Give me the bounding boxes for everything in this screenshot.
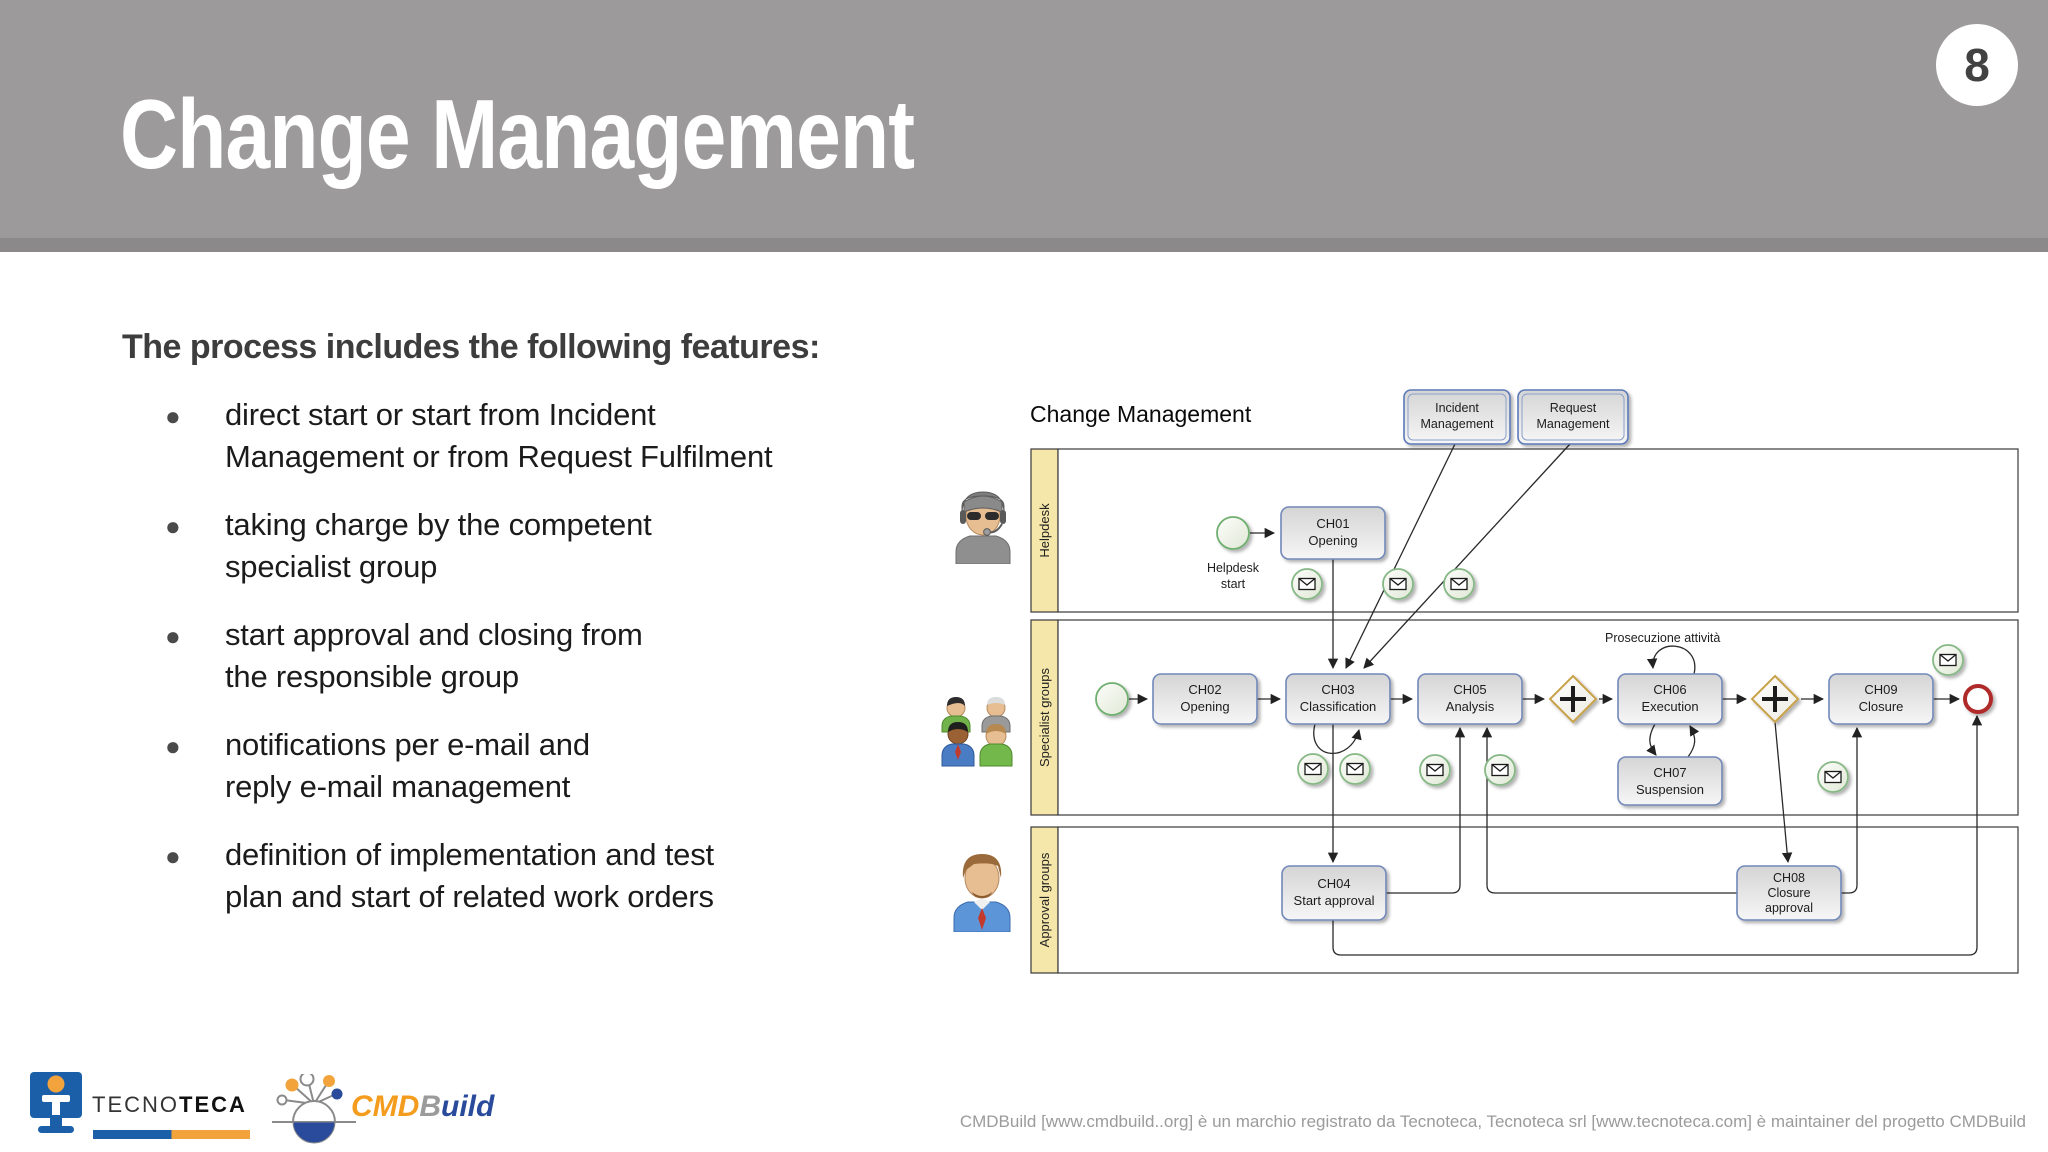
- svg-text:Opening: Opening: [1308, 533, 1357, 548]
- svg-text:Incident: Incident: [1435, 401, 1479, 415]
- task-ch06-execution: CH06 Execution: [1617, 673, 1723, 725]
- parallel-gateway-2: [1750, 674, 1800, 724]
- list-item: ● start approval and closing from the re…: [165, 617, 643, 694]
- svg-text:Classification: Classification: [1300, 699, 1377, 714]
- specialist-group-icon: [941, 697, 1013, 767]
- bullet-icon: ●: [165, 731, 181, 761]
- svg-text:CH09: CH09: [1864, 682, 1897, 697]
- svg-text:CH03: CH03: [1321, 682, 1354, 697]
- svg-text:Management: Management: [1537, 417, 1610, 431]
- svg-text:Management: Management: [1421, 417, 1494, 431]
- parallel-gateway-1: [1548, 674, 1598, 724]
- lane-helpdesk: Helpdesk: [1030, 448, 2019, 613]
- sequence-flows: [1129, 443, 1983, 956]
- task-ch09-closure: CH09 Closure: [1828, 673, 1934, 725]
- list-item: ● definition of implementation and test …: [165, 837, 714, 914]
- svg-text:start: start: [1221, 577, 1246, 591]
- tecnoteca-logo-icon: [30, 1072, 82, 1133]
- svg-text:CH05: CH05: [1453, 682, 1486, 697]
- helpdesk-operator-icon: [955, 491, 1011, 564]
- page-number-badge: 8: [1936, 24, 2018, 106]
- lane-label: Specialist groups: [1037, 668, 1052, 767]
- header-band: [0, 0, 2048, 238]
- request-management-ref: Request Management: [1517, 389, 1629, 445]
- svg-text:CH04: CH04: [1317, 876, 1350, 891]
- svg-text:Start approval: Start approval: [1294, 893, 1375, 908]
- feature-list: ● direct start or start from Incident Ma…: [165, 394, 1015, 944]
- svg-text:approval: approval: [1765, 901, 1813, 915]
- message-events: [1291, 568, 1964, 793]
- bpmn-diagram: Change Management Helpdesk Specialist gr…: [1030, 389, 2019, 974]
- start-event-label: Helpdesk: [1207, 561, 1260, 575]
- list-item: ● taking charge by the competent special…: [165, 507, 652, 584]
- svg-text:Opening: Opening: [1180, 699, 1229, 714]
- svg-text:CH02: CH02: [1188, 682, 1221, 697]
- bullet-icon: ●: [165, 841, 181, 871]
- cmdbuild-logo-icon: [272, 1074, 356, 1144]
- task-ch07-suspension: CH07 Suspension: [1617, 756, 1723, 806]
- list-item: ● notifications per e-mail and reply e-m…: [165, 727, 590, 804]
- task-ch08-closure-approval: CH08 Closure approval: [1736, 865, 1842, 921]
- bullet-icon: ●: [165, 621, 181, 651]
- content-heading: The process includes the following featu…: [122, 328, 820, 366]
- tecnoteca-bar: [93, 1130, 250, 1139]
- svg-text:CH06: CH06: [1653, 682, 1686, 697]
- footer-legal-text: CMDBuild [www.cmdbuild..org] è un marchi…: [959, 1112, 2026, 1131]
- task-ch05-analysis: CH05 Analysis: [1417, 673, 1523, 725]
- svg-text:CH08: CH08: [1773, 871, 1805, 885]
- lane-approval-groups: Approval groups: [1030, 826, 2019, 974]
- svg-text:Execution: Execution: [1641, 699, 1698, 714]
- lane-label: Helpdesk: [1037, 503, 1052, 558]
- svg-text:CH07: CH07: [1653, 765, 1686, 780]
- svg-text:Suspension: Suspension: [1636, 782, 1704, 797]
- task-ch02-opening: CH02 Opening: [1152, 673, 1258, 725]
- start-event-specialist: [1095, 682, 1129, 716]
- bullet-icon: ●: [165, 511, 181, 541]
- annotation-prosecuzione: Prosecuzione attività: [1605, 631, 1720, 645]
- cmdbuild-wordmark: CMDBuild: [351, 1090, 495, 1123]
- slide-title: Change Management: [120, 79, 915, 189]
- svg-text:Closure: Closure: [1859, 699, 1904, 714]
- task-ch01-opening: CH01 Opening: [1280, 506, 1386, 560]
- svg-text:Closure: Closure: [1767, 886, 1810, 900]
- header-divider: [0, 238, 2048, 252]
- tecnoteca-wordmark: TECNOTECA: [92, 1092, 247, 1117]
- bullet-icon: ●: [165, 401, 181, 431]
- start-event-helpdesk: [1216, 516, 1250, 550]
- page-number: 8: [1964, 39, 1990, 91]
- person-front-right: [979, 724, 1013, 767]
- list-item: ● direct start or start from Incident Ma…: [165, 397, 773, 474]
- task-ch04-start-approval: CH04 Start approval: [1281, 865, 1387, 921]
- svg-text:CH01: CH01: [1316, 516, 1349, 531]
- person-front-left: [941, 722, 975, 767]
- svg-text:Request: Request: [1550, 401, 1597, 415]
- end-event: [1963, 684, 1993, 714]
- lane-label: Approval groups: [1037, 852, 1052, 947]
- task-ch03-classification: CH03 Classification: [1285, 673, 1391, 725]
- approver-icon: [953, 854, 1011, 932]
- incident-management-ref: Incident Management: [1403, 389, 1511, 445]
- svg-text:Analysis: Analysis: [1446, 699, 1495, 714]
- diagram-title: Change Management: [1030, 401, 1252, 427]
